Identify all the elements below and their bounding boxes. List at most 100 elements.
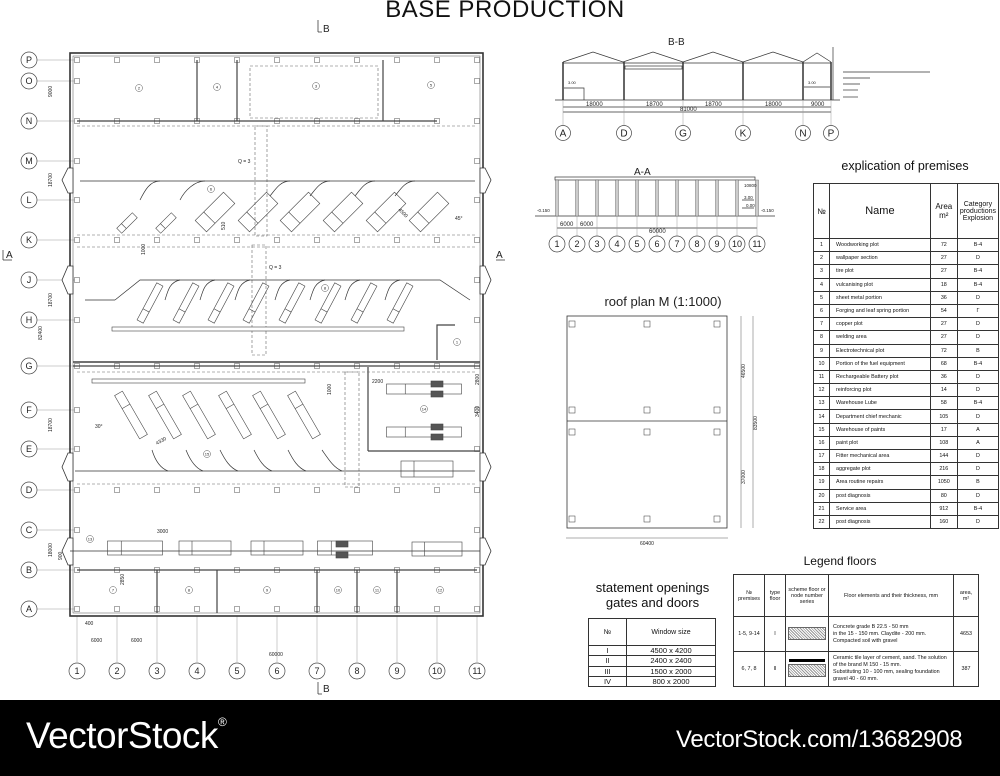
cell-no: 6	[813, 303, 830, 319]
axis-bubble: H	[20, 311, 38, 329]
cell-window-size: 2400 x 2400	[626, 655, 716, 667]
section-mark-top: B	[323, 24, 330, 35]
svg-text:1: 1	[74, 666, 79, 676]
svg-text:7: 7	[674, 239, 679, 249]
cell-name: Department chief mechanic	[829, 409, 931, 424]
room-number: 10	[334, 586, 342, 594]
cell-category: D	[956, 488, 1000, 503]
axis-bubble: 2	[568, 235, 586, 253]
dim-label: 3400	[475, 406, 481, 417]
axis-bubble: 7	[668, 235, 686, 253]
svg-text:13: 13	[88, 537, 93, 542]
vehicle	[107, 540, 163, 556]
svg-text:7: 7	[112, 588, 115, 593]
cell-no: 3	[813, 264, 830, 279]
cell-area: 72	[929, 343, 958, 358]
vehicle	[386, 383, 462, 395]
room-number: 15	[203, 450, 211, 458]
roof-drain-icon	[568, 406, 576, 414]
axis-bubble: J	[20, 271, 38, 289]
cell-name: vulcanising plot	[829, 277, 931, 292]
vehicle-post	[237, 191, 279, 233]
room-number: 11	[373, 586, 381, 594]
cell-name: Woodworking plot	[829, 237, 931, 253]
svg-text:2: 2	[574, 239, 579, 249]
svg-text:F: F	[26, 405, 32, 415]
axis-bubble: G	[20, 357, 38, 375]
dim-label: 2200	[372, 379, 383, 385]
axis-bubble: P	[20, 51, 38, 69]
cell-category: B-4	[956, 396, 1000, 411]
cell-scheme	[785, 616, 829, 652]
svg-text:A: A	[26, 604, 32, 614]
svg-text:8: 8	[354, 666, 359, 676]
svg-text:8: 8	[188, 588, 191, 593]
statement-title-line1: statement openings	[595, 580, 710, 595]
dim-label: 18700	[48, 418, 54, 432]
cell-no: 17	[813, 448, 830, 464]
roof-dim: 83500	[753, 416, 759, 430]
axis-bubble: 10	[728, 235, 746, 253]
cell-no: 13	[813, 396, 830, 411]
level-label: 3.00	[568, 80, 577, 85]
svg-text:N: N	[799, 129, 806, 140]
cell-area: 912	[929, 501, 958, 516]
axis-bubble: D	[616, 125, 632, 141]
svg-text:L: L	[26, 195, 31, 205]
watermark-band	[0, 700, 1000, 776]
axis-bubble: 4	[188, 662, 206, 680]
col-area: Area m²	[929, 183, 958, 239]
level-label: -0.150	[761, 208, 774, 213]
cell-area: 1050	[929, 475, 958, 490]
svg-text:B: B	[26, 565, 32, 575]
svg-text:J: J	[27, 275, 32, 285]
vehicle	[411, 541, 463, 557]
section-mark-bottom: B	[323, 684, 330, 695]
svg-text:7: 7	[314, 666, 319, 676]
vehicle-post	[148, 390, 182, 440]
vehicle-post	[365, 191, 407, 233]
cell-window-size: 1500 x 2000	[626, 665, 716, 677]
svg-text:15: 15	[205, 452, 210, 457]
svg-text:H: H	[26, 315, 33, 325]
cell-name: Portion of the fuel equipment	[829, 356, 931, 371]
cell-category: A	[956, 435, 1000, 451]
explication-title: explication of premises	[841, 159, 969, 173]
col-window-size: Window size	[626, 618, 716, 646]
cell-name: reinforcing plot	[829, 383, 931, 398]
cell-category: A	[956, 422, 1000, 437]
axis-bubble: N	[795, 125, 811, 141]
cell-no: 7	[813, 317, 830, 332]
span-label: 18700	[705, 102, 722, 108]
svg-text:O: O	[25, 76, 32, 86]
floor-hatch-icon	[788, 626, 826, 640]
svg-text:11: 11	[375, 588, 380, 593]
axis-bubble: E	[20, 440, 38, 458]
cell-area: 27	[929, 251, 958, 266]
axis-bubble: F	[20, 401, 38, 419]
col-name: Name	[829, 183, 931, 239]
vehicle	[400, 460, 454, 478]
svg-text:5: 5	[634, 239, 639, 249]
cell-area: 18	[929, 277, 958, 292]
svg-text:M: M	[25, 156, 33, 166]
cell-no: 12	[813, 383, 830, 398]
cell-category: D	[956, 369, 1000, 385]
cell-area: 68	[929, 356, 958, 371]
roof-dim: 37000	[741, 470, 747, 484]
dim-label: 18700	[48, 173, 54, 187]
dim-label: 6000	[131, 638, 142, 644]
svg-text:12: 12	[438, 588, 443, 593]
watermark-url: VectorStock.com/13682908	[676, 726, 963, 753]
